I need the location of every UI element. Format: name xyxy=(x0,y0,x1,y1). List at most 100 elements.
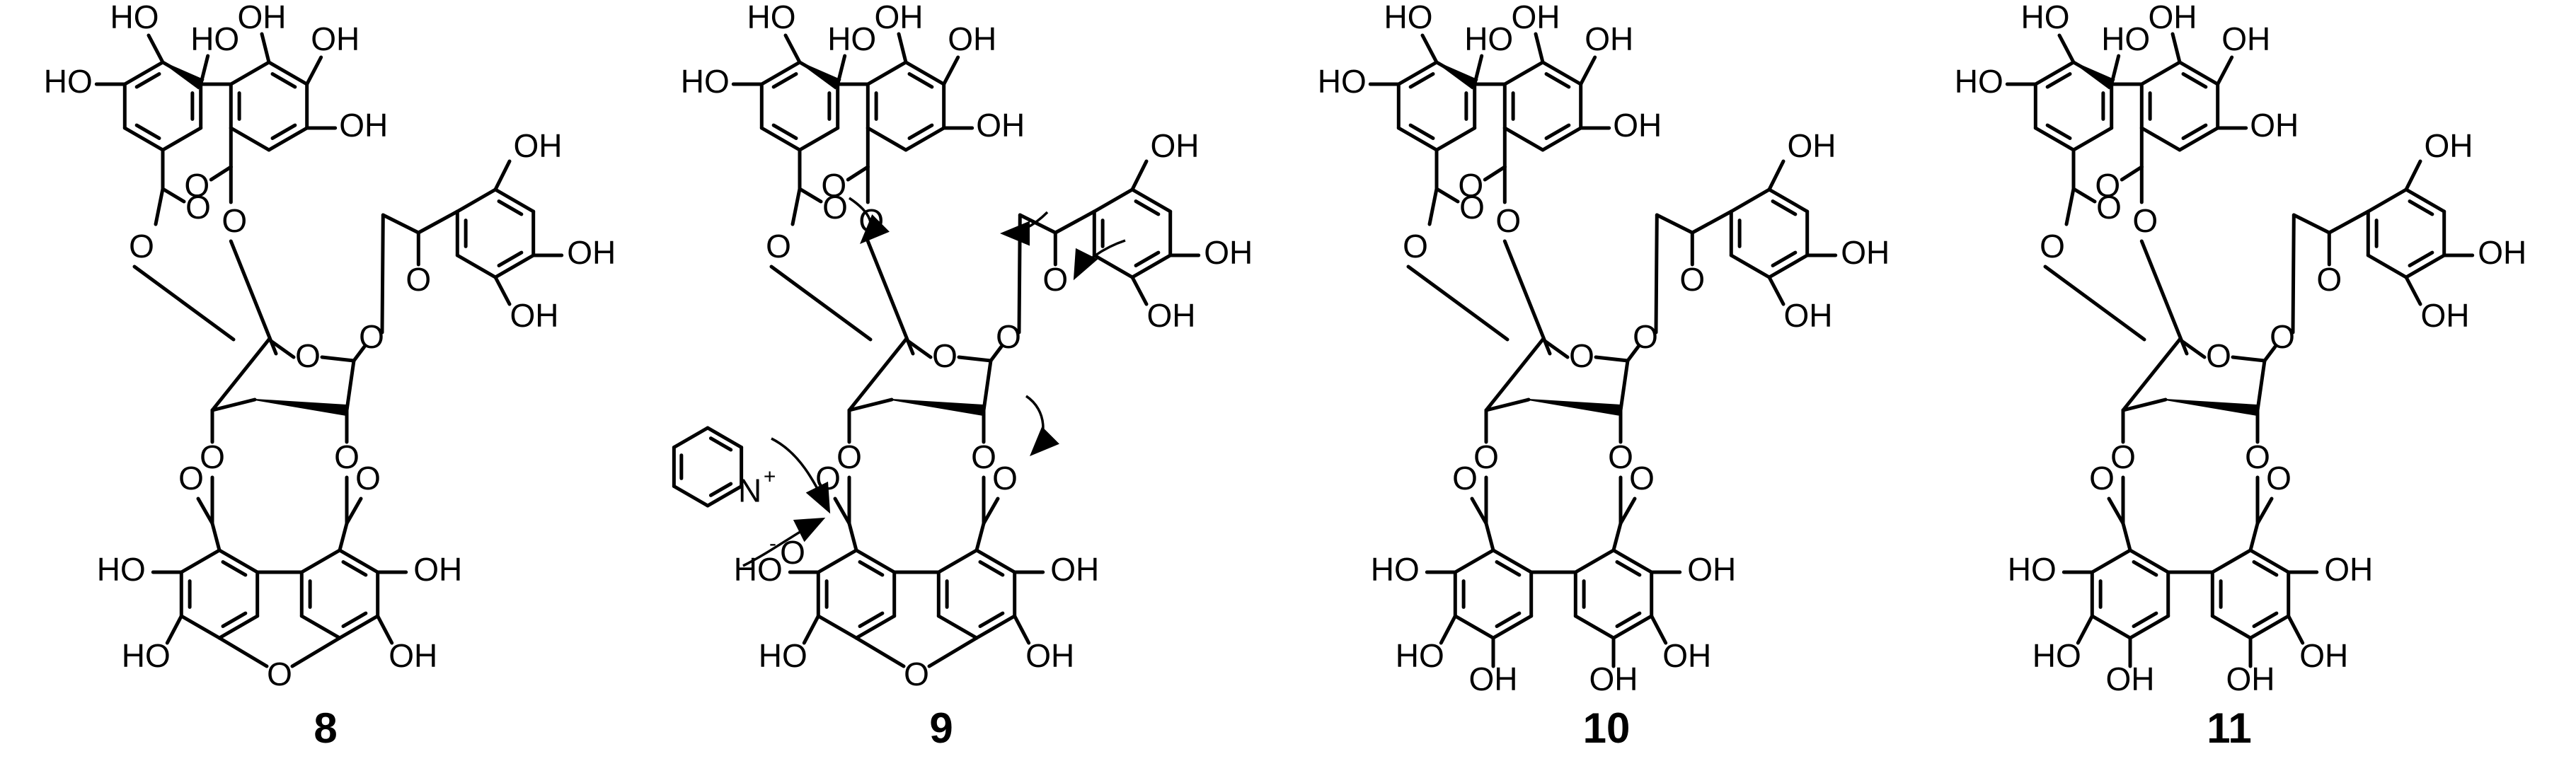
bold-bond xyxy=(799,62,841,90)
bond xyxy=(1053,209,1096,235)
bond xyxy=(260,32,271,64)
hydroxyl-label: OH xyxy=(413,551,462,588)
bond xyxy=(1534,32,1545,64)
bond xyxy=(1690,209,1733,235)
pyridinium-ring xyxy=(672,426,744,508)
carbonyl-oxygen: O xyxy=(406,261,431,298)
bond xyxy=(771,72,798,89)
bond xyxy=(1130,253,1173,279)
hhdp-right-ring xyxy=(229,60,309,152)
compound-label-10: 10 xyxy=(1583,704,1631,752)
bond xyxy=(708,436,733,452)
bond xyxy=(989,344,1004,363)
bond xyxy=(210,521,222,552)
bond xyxy=(217,614,260,640)
carbonyl-oxygen: O xyxy=(184,167,209,204)
bond xyxy=(2139,239,2189,356)
ester-oxygen: O xyxy=(971,439,996,475)
lower-left-ring xyxy=(816,548,897,640)
hydroxyl-label: HO xyxy=(2101,21,2150,57)
hydroxyl-label: OH xyxy=(1585,21,1633,57)
bond xyxy=(2262,344,2277,363)
bond xyxy=(497,199,524,216)
bond xyxy=(866,239,915,356)
ester-oxygen: O xyxy=(200,439,225,475)
electron-arrow xyxy=(742,517,826,567)
bond xyxy=(2076,614,2094,645)
ring-oxygen: O xyxy=(932,337,958,374)
hydroxyl-label: HO xyxy=(1371,551,1420,588)
hydroxyl-label: OH xyxy=(2250,107,2299,144)
bond xyxy=(493,275,512,306)
bond xyxy=(1134,199,1161,216)
bond xyxy=(1767,253,1810,279)
bold-bond xyxy=(1528,399,1622,417)
hydroxyl-label: OH xyxy=(2324,551,2373,588)
hydroxyl-label: OH xyxy=(2299,637,2348,674)
bond xyxy=(2071,126,2114,152)
bond xyxy=(854,548,897,574)
bond xyxy=(2252,611,2279,628)
bond xyxy=(455,253,498,279)
bond xyxy=(2045,72,2072,89)
hydroxyl-label: HO xyxy=(747,0,796,35)
hydroxyl-label: OH xyxy=(311,21,360,57)
bond xyxy=(759,60,802,86)
hydroxyl-label: OH xyxy=(2425,127,2473,164)
bond xyxy=(2255,359,2267,412)
bond xyxy=(210,337,271,412)
bond xyxy=(2139,126,2182,152)
ester-oxygen: O xyxy=(1473,439,1499,475)
bond xyxy=(2291,213,2296,335)
bond xyxy=(708,482,733,497)
hydroxyl-label: OH xyxy=(1204,234,1253,271)
electron-arrow xyxy=(1073,239,1126,281)
ester-oxygen: O xyxy=(836,439,862,475)
ester-oxygen: O xyxy=(2040,228,2065,265)
ring-oxygen: O xyxy=(1569,337,1594,374)
bond xyxy=(1484,521,1495,552)
bond xyxy=(1495,611,1522,628)
ester-oxygen: O xyxy=(2245,439,2270,475)
bond xyxy=(161,126,203,152)
bond xyxy=(1594,355,1630,363)
ester-oxygen: O xyxy=(1608,439,1633,475)
bond xyxy=(2404,253,2446,279)
carbonyl-oxygen: O xyxy=(1042,261,1068,298)
bond xyxy=(2128,548,2170,574)
bond xyxy=(2366,253,2408,279)
hydroxyl-label: HO xyxy=(2032,637,2081,674)
bond xyxy=(416,209,459,235)
bond xyxy=(2181,123,2208,140)
carbonyl-oxygen: O xyxy=(822,189,848,226)
bond xyxy=(672,426,710,449)
bond xyxy=(1453,548,1495,574)
bond xyxy=(1396,60,1439,86)
bond xyxy=(345,497,363,526)
carbonyl-oxygen: O xyxy=(2316,261,2342,298)
bond xyxy=(2327,209,2370,235)
bond xyxy=(2287,614,2305,645)
pyridinium-nitrogen: N xyxy=(738,472,761,509)
lower-right-ring xyxy=(936,548,1017,640)
ring-oxygen: O xyxy=(2206,337,2231,374)
hhdp-right-ring xyxy=(1502,60,1583,152)
bond xyxy=(936,548,979,574)
bond xyxy=(2210,548,2253,574)
bond xyxy=(706,484,744,508)
bond xyxy=(299,614,342,640)
bond xyxy=(866,60,908,86)
bond xyxy=(2404,159,2422,192)
bond xyxy=(2033,60,2076,86)
bond xyxy=(1092,253,1134,279)
carbonyl-oxygen: O xyxy=(1629,460,1655,497)
galloyl-ring xyxy=(455,187,536,279)
hydroxyl-label: OH xyxy=(1589,661,1638,697)
bond xyxy=(305,55,323,86)
bond xyxy=(2128,614,2170,640)
bond xyxy=(798,126,840,152)
bond xyxy=(1434,126,1477,152)
